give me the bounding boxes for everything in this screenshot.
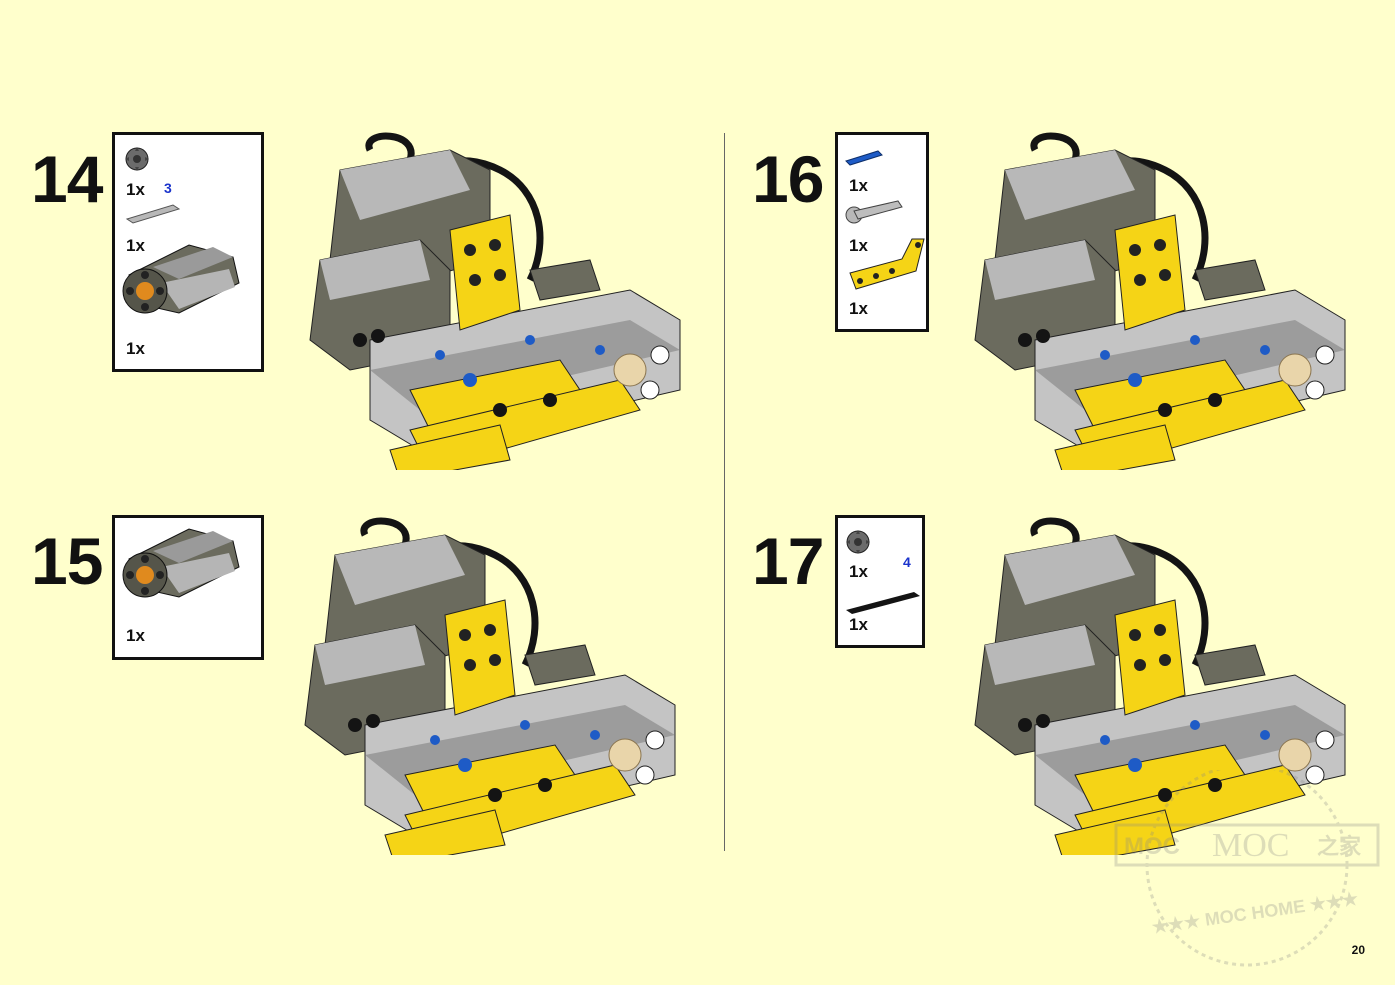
- watermark-arc-text: ★★★ MOC HOME ★★★: [1151, 888, 1360, 937]
- page-number: 20: [1351, 943, 1365, 957]
- step-number-17: 17: [752, 524, 824, 598]
- part-qty: 1x: [126, 236, 145, 255]
- part-qty: 1x: [849, 562, 868, 581]
- part-qty: 1x: [126, 339, 145, 358]
- watermark-right-text: 之家: [1317, 834, 1362, 860]
- parts-list-step-14: 1x 3 1x 1x: [112, 132, 264, 372]
- part-qty: 1x: [849, 176, 868, 195]
- model-step-14: [300, 130, 690, 470]
- watermark-center-text: MOC: [1212, 827, 1289, 864]
- part-qty: 1x: [849, 299, 868, 318]
- parts-list-step-16: 1x 1x 1x: [835, 132, 929, 332]
- step-number-14: 14: [31, 142, 103, 216]
- color-number: 4: [903, 554, 911, 570]
- part-qty: 1x: [126, 180, 145, 199]
- axle-icon: [125, 204, 181, 224]
- gear-icon: [125, 147, 149, 171]
- part-qty: 1x: [849, 236, 868, 255]
- yellow-l-beam-icon: [849, 238, 925, 290]
- watermark-left-text: MOC: [1124, 833, 1180, 860]
- black-axle-icon: [846, 592, 920, 614]
- model-step-16: [950, 130, 1370, 470]
- color-number: 3: [164, 180, 172, 196]
- step-number-15: 15: [31, 524, 103, 598]
- page-divider: [724, 133, 725, 851]
- part-qty: 1x: [126, 626, 145, 645]
- motor-icon: [122, 528, 240, 598]
- step-number-16: 16: [752, 142, 824, 216]
- part-qty: 1x: [849, 615, 868, 634]
- parts-list-step-17: 1x 4 1x: [835, 515, 925, 648]
- moc-home-watermark: MOC MOC 之家 ★★★ MOC HOME ★★★: [1114, 770, 1380, 967]
- parts-list-step-15: 1x: [112, 515, 264, 660]
- gray-pin-icon: [845, 200, 903, 224]
- blue-pin-icon: [845, 150, 883, 166]
- gear-icon: [846, 530, 870, 554]
- model-step-15: [280, 515, 700, 855]
- motor-icon: [122, 244, 240, 314]
